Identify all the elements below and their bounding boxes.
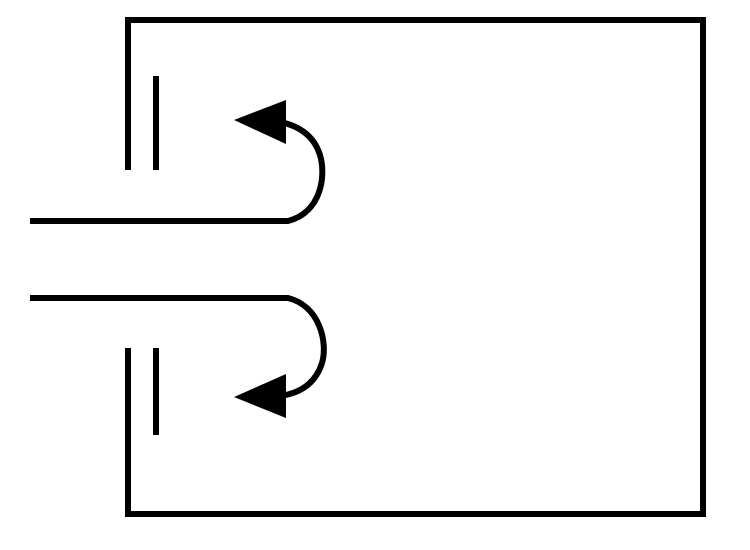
lower-arrowhead-icon: [234, 374, 286, 418]
upper-arrowhead-icon: [234, 100, 286, 144]
lower-inlet-wall: [30, 295, 327, 399]
upper-inlet-wall: [30, 119, 326, 224]
enclosure-outline: [125, 17, 706, 517]
